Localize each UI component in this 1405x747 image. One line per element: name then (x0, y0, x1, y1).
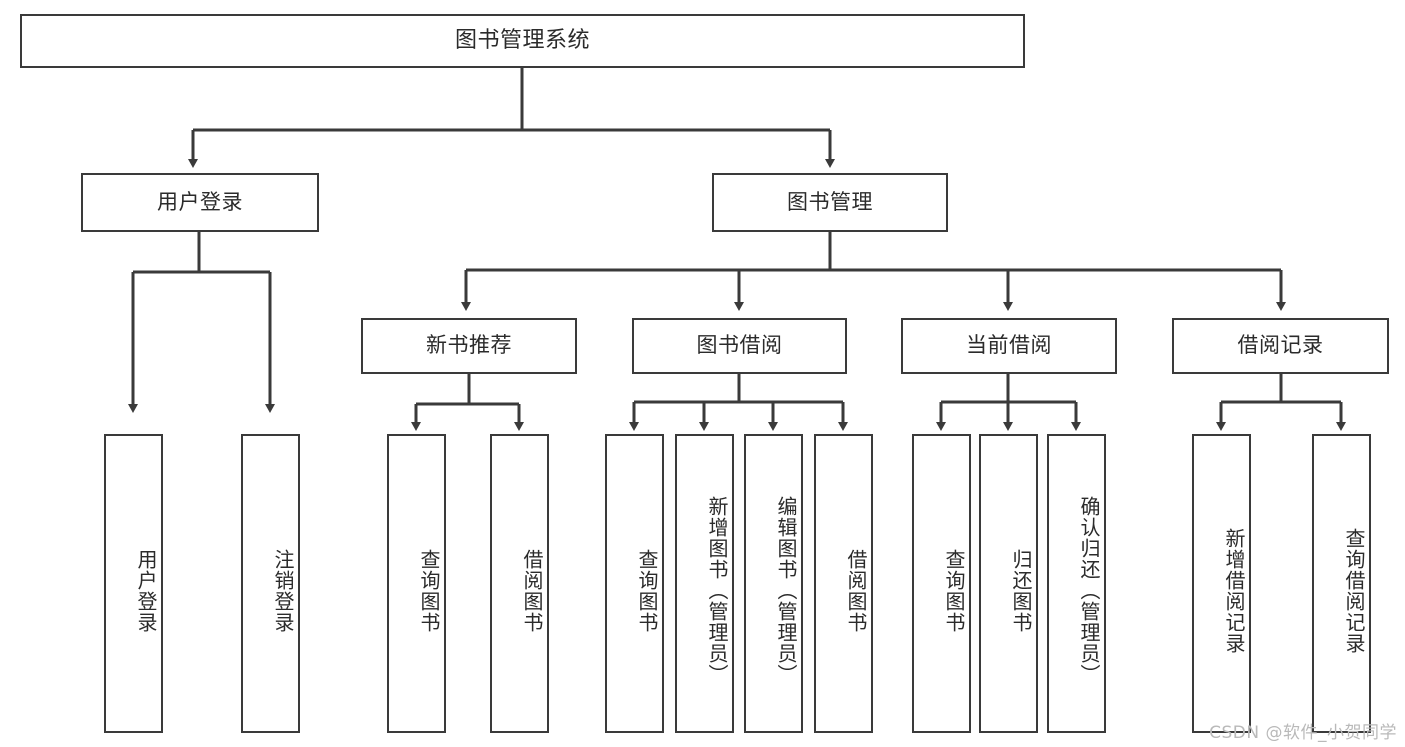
node-leaf-logout[interactable]: 注销登录 (241, 434, 300, 733)
node-borrow-record-label: 借阅记录 (1237, 333, 1324, 358)
node-leaf-edit-book-label: 编辑图书（管理员） (774, 496, 798, 685)
node-leaf-query-book-2-label: 查询图书 (635, 548, 659, 633)
node-leaf-add-book[interactable]: 新增图书（管理员） (675, 434, 734, 733)
node-leaf-borrow-book-1[interactable]: 借阅图书 (490, 434, 549, 733)
node-leaf-query-record[interactable]: 查询借阅记录 (1312, 434, 1371, 733)
node-leaf-borrow-book-2-label: 借阅图书 (844, 548, 868, 633)
node-new-book-recommend-label: 新书推荐 (426, 333, 512, 358)
node-leaf-confirm-return[interactable]: 确认归还（管理员） (1047, 434, 1106, 733)
node-root[interactable]: 图书管理系统 (20, 14, 1025, 68)
node-book-manage-label: 图书管理 (787, 189, 873, 214)
node-leaf-query-book-2[interactable]: 查询图书 (605, 434, 664, 733)
node-leaf-return-book-label: 归还图书 (1009, 548, 1033, 633)
node-leaf-query-record-label: 查询借阅记录 (1342, 527, 1366, 654)
node-leaf-confirm-return-label: 确认归还（管理员） (1077, 496, 1101, 685)
node-current-borrow[interactable]: 当前借阅 (901, 318, 1117, 374)
node-current-borrow-label: 当前借阅 (966, 333, 1052, 358)
node-book-borrow-label: 图书借阅 (696, 333, 783, 358)
node-leaf-return-book[interactable]: 归还图书 (979, 434, 1038, 733)
node-leaf-borrow-book-1-label: 借阅图书 (520, 548, 544, 633)
node-leaf-add-book-label: 新增图书（管理员） (705, 496, 729, 685)
node-leaf-query-book-3[interactable]: 查询图书 (912, 434, 971, 733)
node-leaf-add-record-label: 新增借阅记录 (1222, 527, 1246, 654)
node-leaf-user-login-label: 用户登录 (134, 548, 158, 633)
node-user-login[interactable]: 用户登录 (81, 173, 319, 232)
node-borrow-record[interactable]: 借阅记录 (1172, 318, 1389, 374)
node-leaf-query-book-1-label: 查询图书 (417, 548, 441, 633)
node-leaf-borrow-book-2[interactable]: 借阅图书 (814, 434, 873, 733)
node-user-login-label: 用户登录 (157, 189, 243, 214)
node-leaf-query-book-1[interactable]: 查询图书 (387, 434, 446, 733)
node-leaf-logout-label: 注销登录 (271, 548, 295, 633)
node-leaf-user-login[interactable]: 用户登录 (104, 434, 163, 733)
node-root-label: 图书管理系统 (454, 27, 590, 53)
watermark: CSDN @软件_小贺同学 (1209, 723, 1397, 743)
node-book-manage[interactable]: 图书管理 (712, 173, 948, 232)
node-leaf-edit-book[interactable]: 编辑图书（管理员） (744, 434, 803, 733)
node-leaf-query-book-3-label: 查询图书 (942, 548, 966, 633)
node-leaf-add-record[interactable]: 新增借阅记录 (1192, 434, 1251, 733)
node-book-borrow[interactable]: 图书借阅 (632, 318, 847, 374)
node-new-book-recommend[interactable]: 新书推荐 (361, 318, 577, 374)
